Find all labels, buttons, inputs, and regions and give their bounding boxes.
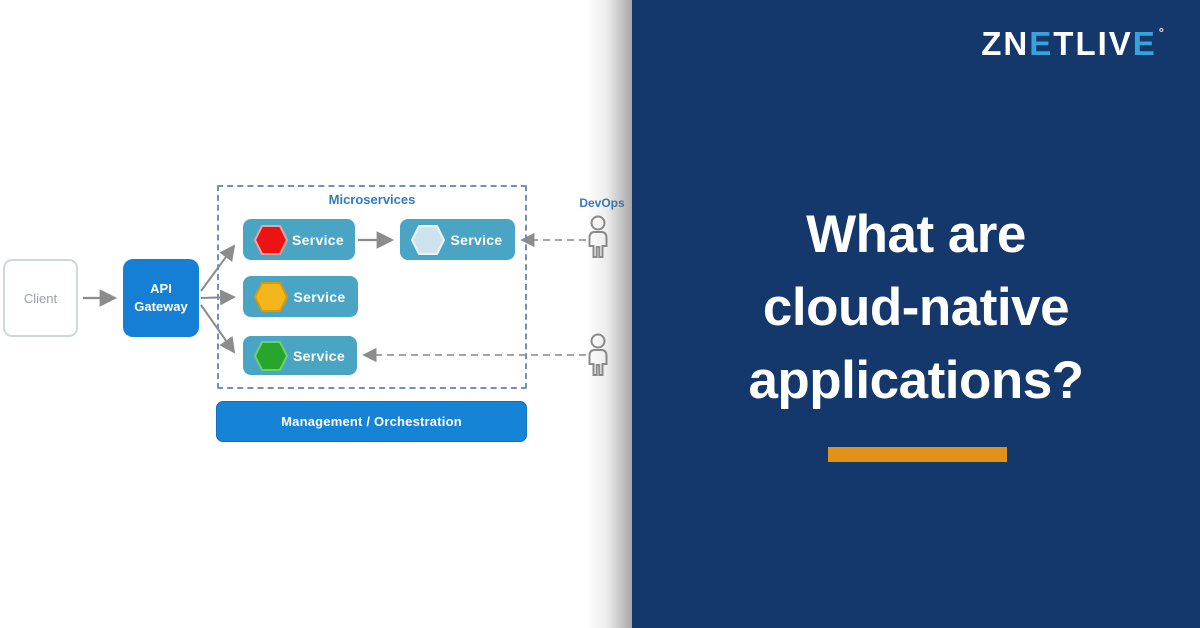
title-line-3: applications?: [748, 351, 1084, 411]
title-line-1: What are: [806, 205, 1026, 264]
accent-underline: [828, 447, 1007, 462]
api-gateway-node: API Gateway: [123, 259, 199, 337]
logo-segment: TLIV: [1053, 25, 1133, 62]
client-label: Client: [23, 290, 58, 306]
service-node-green: Service: [243, 336, 357, 375]
service-node-blue: Service: [400, 219, 515, 260]
hexagon-icon: [253, 281, 289, 312]
registered-mark: °: [1158, 25, 1164, 40]
title-panel: ZNETLIVE° What are cloud-native applicat…: [632, 0, 1200, 628]
service-label: Service: [293, 288, 346, 305]
hexagon-icon: [253, 340, 289, 371]
api-gateway-label: API Gateway: [134, 281, 188, 314]
title-line-2: cloud-native: [762, 278, 1070, 338]
microservices-group-border: [217, 185, 527, 389]
brand-logo[interactable]: ZNETLIVE°: [981, 25, 1164, 63]
client-node: Client: [3, 259, 78, 337]
hexagon-icon: [253, 224, 289, 255]
microservices-label: Microservices: [328, 192, 416, 207]
service-label: Service: [292, 231, 344, 248]
service-label: Service: [450, 231, 503, 248]
logo-segment-accent: E: [1029, 25, 1054, 62]
page-title: What are cloud-native applications?: [632, 198, 1200, 417]
service-label: Service: [293, 347, 345, 364]
logo-segment-accent: E: [1132, 25, 1157, 62]
panel-divider-shadow: [586, 0, 632, 628]
logo-segment: ZN: [981, 25, 1030, 62]
management-orchestration-bar: Management / Orchestration: [216, 401, 527, 442]
management-label: Management / Orchestration: [281, 414, 462, 429]
hexagon-icon: [410, 224, 446, 255]
diagram-panel: Microservices Client API Gateway Service…: [3, 0, 632, 628]
service-node-red: Service: [243, 219, 355, 260]
service-node-yellow: Service: [243, 276, 358, 317]
